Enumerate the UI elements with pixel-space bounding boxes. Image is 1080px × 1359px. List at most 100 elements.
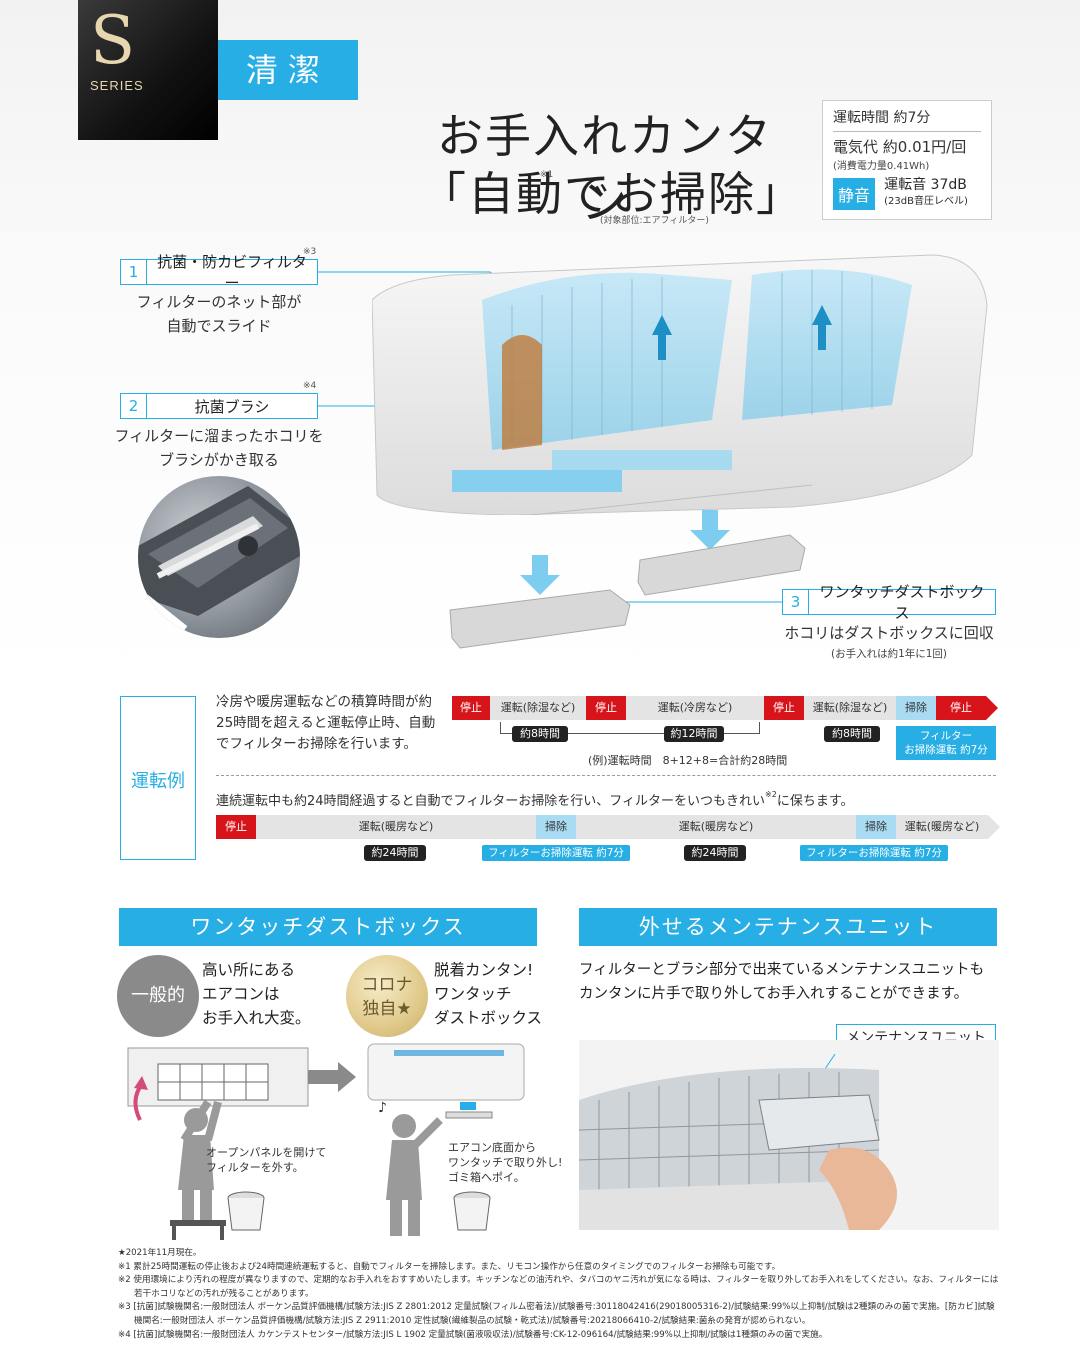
- timeline2-h24-1: 約24時間: [364, 845, 426, 861]
- general-text: 高い所にある エアコンは お手入れ大変。: [202, 958, 311, 1030]
- general-caption-1: オープンパネルを開けて: [206, 1146, 327, 1159]
- general-caption: オープンパネルを開けて フィルターを外す。: [206, 1145, 326, 1175]
- dustbox-illustration: [449, 510, 806, 649]
- feature3-desc2: (お手入れは約1年に1回): [830, 648, 948, 660]
- footnote-4: ※4 [抗菌]試験機関名:一般財団法人 カケンテストセンター/試験方法:JIS …: [118, 1329, 828, 1340]
- timeline-row2: 停止 運転(暖房など) 掃除 運転(暖房など) 掃除 運転(暖房など) 約24時…: [216, 815, 1000, 865]
- timeline1-h8b: 約8時間: [824, 726, 880, 742]
- timeline1-dehumid-1: 運転(除湿など): [490, 696, 586, 720]
- series-letter: S: [90, 2, 136, 79]
- general-badge: 一般的: [117, 955, 199, 1037]
- timeline2-heat-3: 運転(暖房など): [896, 815, 988, 839]
- maintenance-text: フィルターとブラシ部分で出来ているメンテナンスユニットも カンタンに片手で取り外…: [579, 958, 1009, 1006]
- footnote-2: ※2 使用環境により汚れの程度が異なりますので、定期的なお手入れをおすすめいたし…: [118, 1275, 999, 1299]
- series-badge: S SERIES: [78, 0, 218, 140]
- timeline2-h24-2: 約24時間: [684, 845, 746, 861]
- headline-line2: 「自動でお掃除」: [420, 167, 804, 221]
- spec-noise: 運転音 37dB (23dB音圧レベル): [884, 178, 968, 209]
- timeline1-stop-3: 停止: [764, 696, 804, 720]
- spec-power: (消費電力量0.41Wh): [833, 161, 930, 172]
- feature1-desc-line2: 自動でスライド: [166, 317, 272, 335]
- timeline1-stop-4: 停止: [936, 696, 986, 720]
- corona-caption-2: ワンタッチで取り外し!: [448, 1156, 563, 1169]
- general-text-1: 高い所にある: [202, 961, 296, 979]
- timeline2-heat-2: 運転(暖房など): [576, 815, 856, 839]
- general-caption-2: フィルターを外す。: [206, 1161, 304, 1174]
- headline-note-mark: ※1: [540, 170, 554, 180]
- maintenance-text-1: フィルターとブラシ部分で出来ているメンテナンスユニットも: [579, 962, 985, 978]
- operation-text2a: 連続運転中も約24時間経過すると自動でフィルターお掃除を行い、フィルターをいつも…: [216, 794, 766, 809]
- general-text-2: エアコンは: [202, 985, 280, 1003]
- feature1-label: 1 抗菌・防カビフィルター: [120, 253, 318, 292]
- operation-label: 運転例: [120, 696, 196, 860]
- timeline1-arrowhead: [986, 696, 998, 720]
- feature1-note: ※3: [303, 247, 317, 257]
- timeline1-example: (例)運転時間 8+12+8=合計約28時間: [588, 754, 788, 767]
- feature3-label: 3 ワンタッチダストボックス: [782, 583, 996, 622]
- corona-text-1: 脱着カンタン!: [434, 961, 534, 979]
- aircon-cutaway-illustration: [371, 245, 992, 516]
- timeline2-heat-1: 運転(暖房など): [256, 815, 536, 839]
- feature2-desc: フィルターに溜まったホコリを ブラシがかき取る: [110, 424, 328, 472]
- corona-caption-1: エアコン底面から: [448, 1141, 536, 1154]
- timeline1-clean: 掃除: [896, 696, 936, 720]
- feature1-title: 抗菌・防カビフィルター: [157, 253, 307, 292]
- series-word: SERIES: [90, 78, 144, 93]
- timeline-row1: 停止 運転(除湿など) 停止 運転(冷房など) 停止 運転(除湿など) 掃除 停…: [452, 696, 1000, 776]
- feature1-desc-line1: フィルターのネット部が: [136, 293, 302, 311]
- svg-text:♪: ♪: [378, 1100, 387, 1116]
- feature2-desc-line1: フィルターに溜まったホコリを: [114, 427, 324, 445]
- corona-badge-line1: コロナ: [361, 975, 413, 995]
- corona-text-2: ワンタッチ: [434, 985, 512, 1003]
- feature2-desc-line2: ブラシがかき取る: [159, 451, 279, 469]
- timeline2-stop: 停止: [216, 815, 256, 839]
- spec-cost: 電気代 約0.01円/回: [833, 138, 967, 156]
- feature2-number: 2: [121, 394, 147, 418]
- maintenance-title: 外せるメンテナンスユニット: [579, 908, 997, 946]
- operation-divider: [216, 775, 996, 776]
- timeline2-clean-1: 掃除: [536, 815, 576, 839]
- headline-line1: お手入れカンタン: [437, 109, 773, 229]
- timeline1-cool: 運転(冷房など): [626, 696, 764, 720]
- corona-cleaning-illustration: ♪: [367, 1043, 525, 1236]
- feature2-label: 2 抗菌ブラシ: [120, 393, 318, 419]
- corona-badge: コロナ 独自★: [346, 955, 428, 1037]
- feature3-number: 3: [783, 590, 809, 614]
- general-cleaning-illustration: [127, 1047, 309, 1240]
- category-tag: 清潔: [218, 40, 358, 100]
- feature1-number: 1: [121, 260, 147, 284]
- feature3-desc1: ホコリはダストボックスに回収: [784, 624, 994, 642]
- footnotes: ★2021年11月現在。 ※1 累計25時間運転の停止後および24時間連続運転す…: [118, 1247, 1002, 1342]
- timeline2-clean-note-2: フィルターお掃除運転 約7分: [800, 845, 948, 861]
- operation-text1: 冷房や暖房運転などの積算時間が約25時間を超えると運転停止時、自動でフィルターお…: [216, 694, 436, 752]
- corona-badge-line2: 独自★: [362, 999, 412, 1019]
- feature2-note: ※4: [303, 381, 317, 391]
- timeline2-clean-2: 掃除: [856, 815, 896, 839]
- timeline1-h8a: 約8時間: [512, 726, 568, 742]
- maintenance-unit-photo: [579, 1040, 999, 1230]
- quiet-badge: 静音: [833, 178, 876, 210]
- timeline1-stop-1: 停止: [452, 696, 490, 720]
- feature3-title: ワンタッチダストボックス: [819, 583, 985, 622]
- footnote-1: ※1 累計25時間運転の停止後および24時間連続運転すると、自動でフィルターを掃…: [118, 1261, 781, 1272]
- dustbox-title: ワンタッチダストボックス: [119, 908, 537, 946]
- timeline1-stop-2: 停止: [586, 696, 626, 720]
- feature1-desc: フィルターのネット部が 自動でスライド: [120, 290, 318, 338]
- corona-text: 脱着カンタン! ワンタッチ ダストボックス: [434, 958, 542, 1030]
- spec-box: 運転時間 約7分 電気代 約0.01円/回 (消費電力量0.41Wh) 静音 運…: [822, 100, 992, 220]
- operation-text2: 連続運転中も約24時間経過すると自動でフィルターお掃除を行い、フィルターをいつも…: [216, 790, 996, 809]
- corona-text-3: ダストボックス: [434, 1009, 543, 1027]
- timeline1-dehumid-2: 運転(除湿など): [804, 696, 896, 720]
- timeline2-arrowhead: [988, 815, 1000, 839]
- operation-text2-mark: ※2: [765, 790, 777, 799]
- spec-noise-sub: (23dB音圧レベル): [884, 196, 968, 207]
- timeline1-bracket: [500, 722, 760, 734]
- headline-subject: (対象部位:エアフィルター): [600, 216, 709, 226]
- corona-caption: エアコン底面から ワンタッチで取り外し! ゴミ箱へポイ。: [448, 1140, 562, 1185]
- maintenance-text-2: カンタンに片手で取り外してお手入れすることができます。: [579, 986, 969, 1002]
- general-text-3: お手入れ大変。: [202, 1009, 311, 1027]
- spec-run-time: 運転時間 約7分: [833, 107, 981, 132]
- filter-note-line1: フィルター: [919, 730, 973, 742]
- spec-noise-value: 運転音 37dB: [884, 177, 967, 193]
- arrow-right-icon: [308, 1062, 356, 1092]
